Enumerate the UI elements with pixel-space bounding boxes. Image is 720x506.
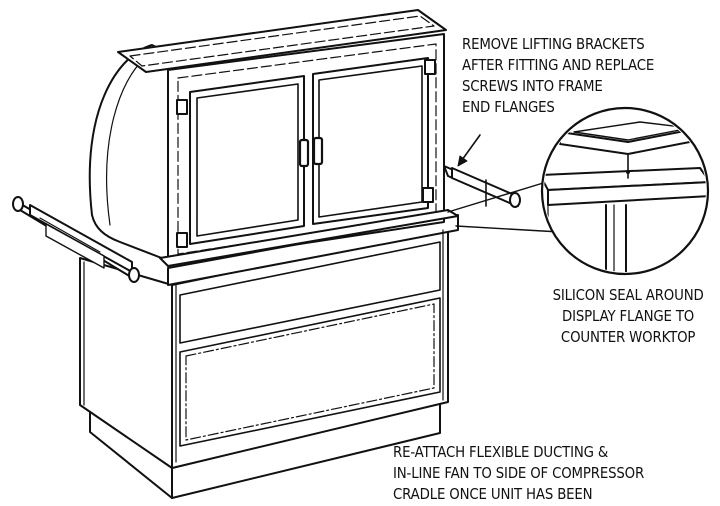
note-line: AFTER FITTING AND REPLACE bbox=[462, 56, 655, 74]
display-cabinet bbox=[88, 9, 459, 267]
note-line: COUNTER WORKTOP bbox=[561, 328, 696, 346]
note-silicon-seal: SILICON SEAL AROUND DISPLAY FLANGE TO CO… bbox=[553, 285, 704, 348]
note-remove-lifting-brackets: REMOVE LIFTING BRACKETS AFTER FITTING AN… bbox=[462, 34, 654, 118]
note-line: CRADLE ONCE UNIT HAS BEEN bbox=[393, 485, 593, 503]
note-line: SILICON SEAL AROUND bbox=[552, 286, 704, 304]
note-line: SCREWS INTO FRAME bbox=[462, 77, 603, 95]
detail-callout bbox=[447, 106, 710, 276]
counter-base bbox=[79, 214, 459, 499]
note-line: END FLANGES bbox=[462, 98, 555, 116]
right-lifting-bracket bbox=[443, 165, 521, 208]
note-line: DISPLAY FLANGE TO bbox=[562, 307, 695, 325]
note-line: RE-ATTACH FLEXIBLE DUCTING & bbox=[393, 443, 609, 461]
leader-lifting-bracket bbox=[457, 134, 481, 167]
note-reattach-ducting: RE-ATTACH FLEXIBLE DUCTING & IN-LINE FAN… bbox=[393, 442, 644, 505]
note-line: IN-LINE FAN TO SIDE OF COMPRESSOR bbox=[393, 464, 645, 482]
left-lifting-bracket bbox=[12, 196, 140, 283]
note-line: REMOVE LIFTING BRACKETS bbox=[462, 35, 645, 53]
